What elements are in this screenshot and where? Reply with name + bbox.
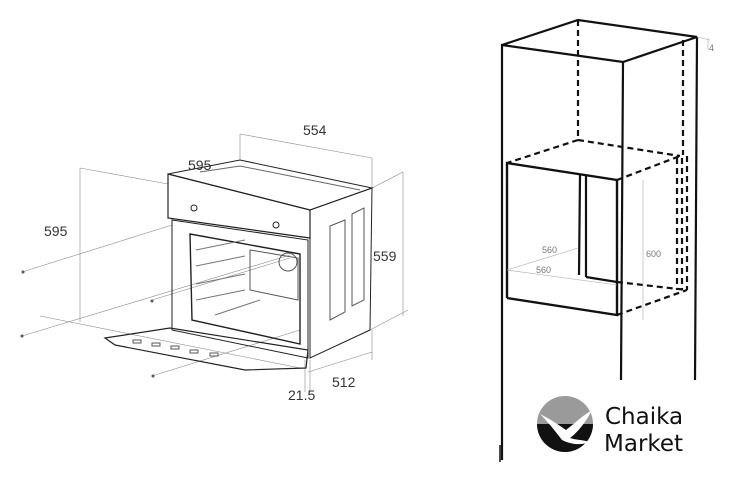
seagull-icon — [540, 410, 592, 445]
dim-niche-width: 560 — [536, 265, 551, 275]
oven-illustration — [20, 133, 409, 392]
cabinet-dimension-labels: 560 560 600 4 — [536, 43, 714, 275]
chaika-market-logo: Chaika Market — [537, 396, 683, 457]
logo-text-line2: Market — [604, 431, 683, 457]
dim-niche-height: 600 — [646, 249, 661, 259]
dim-door-offset: 21.5 — [288, 387, 315, 403]
dim-niche-depth: 560 — [542, 245, 557, 255]
dim-depth-top: 554 — [303, 122, 327, 138]
dim-top-gap: 4 — [709, 43, 714, 53]
oven-dimension-labels: 554 595 595 559 512 21.5 — [44, 122, 397, 403]
dim-depth-body: 512 — [332, 374, 356, 390]
dim-width-top: 595 — [188, 157, 212, 173]
logo-text-line1: Chaika — [605, 404, 683, 430]
dim-height-front: 595 — [44, 223, 68, 239]
cabinet-illustration — [499, 18, 711, 462]
dim-height-side: 559 — [373, 248, 397, 264]
